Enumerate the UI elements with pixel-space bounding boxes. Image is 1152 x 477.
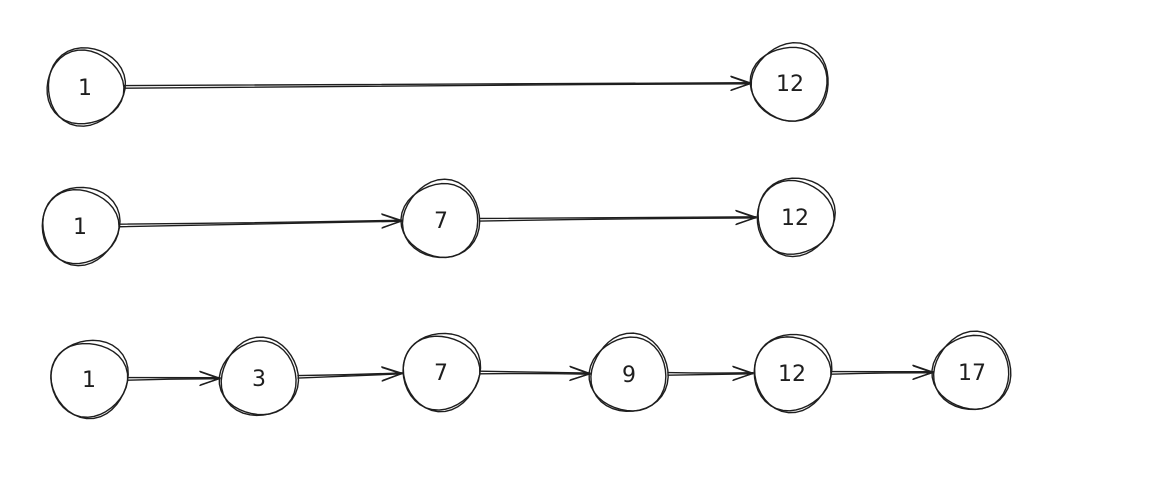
node-circle [756, 177, 836, 258]
list-node: 12 [749, 42, 829, 122]
node-circle [41, 186, 121, 267]
list-node: 9 [588, 332, 669, 413]
arrow [479, 209, 757, 226]
arrow [830, 364, 934, 381]
node-value: 12 [776, 72, 804, 97]
list-node: 12 [756, 177, 836, 258]
node-circle [400, 178, 481, 259]
list-node: 1 [46, 47, 127, 127]
arrow [667, 365, 754, 382]
node-value: 12 [778, 362, 806, 387]
list-node: 1 [50, 339, 129, 420]
node-circle [46, 47, 127, 127]
list-node: 17 [931, 330, 1012, 411]
node-value: 1 [73, 215, 87, 240]
list-node: 3 [218, 336, 300, 417]
node-value: 17 [958, 361, 986, 386]
node-circle [218, 336, 300, 417]
list-node: 1 [41, 186, 121, 267]
list-node: 7 [400, 178, 481, 259]
node-circle [753, 333, 833, 414]
list-node: 12 [753, 333, 833, 414]
node-circle [402, 332, 482, 413]
list-row-3: 1 3 7 9 12 17 [50, 330, 1012, 420]
node-value: 12 [781, 206, 809, 231]
list-node: 7 [402, 332, 482, 413]
node-circle [749, 42, 829, 122]
node-value: 9 [622, 363, 636, 388]
arrow [127, 370, 221, 387]
list-row-1: 1 12 [46, 42, 829, 127]
arrow [118, 213, 403, 229]
arrow [123, 75, 752, 92]
node-value: 3 [252, 367, 266, 392]
node-value: 1 [78, 76, 92, 101]
node-value: 1 [82, 368, 96, 393]
node-value: 7 [434, 361, 448, 386]
node-circle [50, 339, 129, 420]
node-circle [931, 330, 1012, 411]
node-circle [588, 332, 669, 413]
arrow [479, 365, 591, 382]
arrow [297, 366, 403, 382]
node-value: 7 [434, 209, 448, 234]
